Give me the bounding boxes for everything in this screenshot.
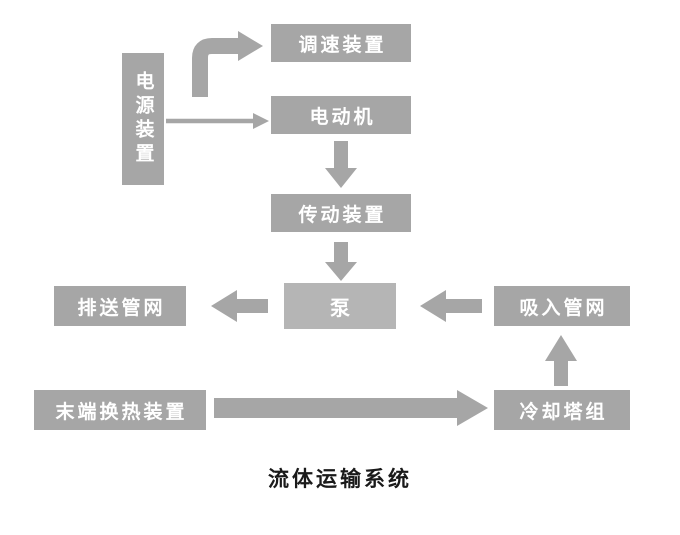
node-cooling-tower: 冷却塔组 xyxy=(494,390,630,430)
node-terminal-heat-exchanger: 末端换热装置 xyxy=(34,390,206,430)
node-suction-network: 吸入管网 xyxy=(494,286,630,326)
arrow-terminal-to-cooling-icon xyxy=(214,390,488,426)
arrow-motor-to-transmission-icon xyxy=(325,141,357,188)
node-speed-control-label: 调速装置 xyxy=(298,34,387,56)
node-transmission: 传动装置 xyxy=(271,194,411,232)
node-power-supply-label: 电源装置 xyxy=(132,71,154,167)
arrow-power-to-motor-head-icon xyxy=(253,113,269,129)
arrow-power-to-speed-icon xyxy=(192,38,238,97)
arrow-cooling-to-suction-icon xyxy=(545,335,577,386)
diagram-title: 流体运输系统 xyxy=(268,467,412,491)
arrow-suction-to-pump-icon xyxy=(420,290,482,322)
node-cooling-tower-label: 冷却塔组 xyxy=(519,401,608,423)
node-pump: 泵 xyxy=(284,283,396,329)
node-suction-network-label: 吸入管网 xyxy=(519,297,608,319)
arrow-pump-to-discharge-icon xyxy=(211,290,268,322)
node-discharge-network: 排送管网 xyxy=(54,286,186,326)
arrow-power-to-speed-head-icon xyxy=(238,31,263,61)
node-terminal-heat-exchanger-label: 末端换热装置 xyxy=(55,401,188,423)
node-transmission-label: 传动装置 xyxy=(298,204,387,226)
node-discharge-network-label: 排送管网 xyxy=(77,297,166,319)
node-motor-label: 电动机 xyxy=(309,106,376,128)
arrow-transmission-to-pump-icon xyxy=(325,242,357,281)
node-speed-control: 调速装置 xyxy=(271,24,411,62)
node-pump-label: 泵 xyxy=(330,297,353,320)
node-power-supply: 电源装置 xyxy=(122,53,164,185)
node-motor: 电动机 xyxy=(271,96,411,134)
